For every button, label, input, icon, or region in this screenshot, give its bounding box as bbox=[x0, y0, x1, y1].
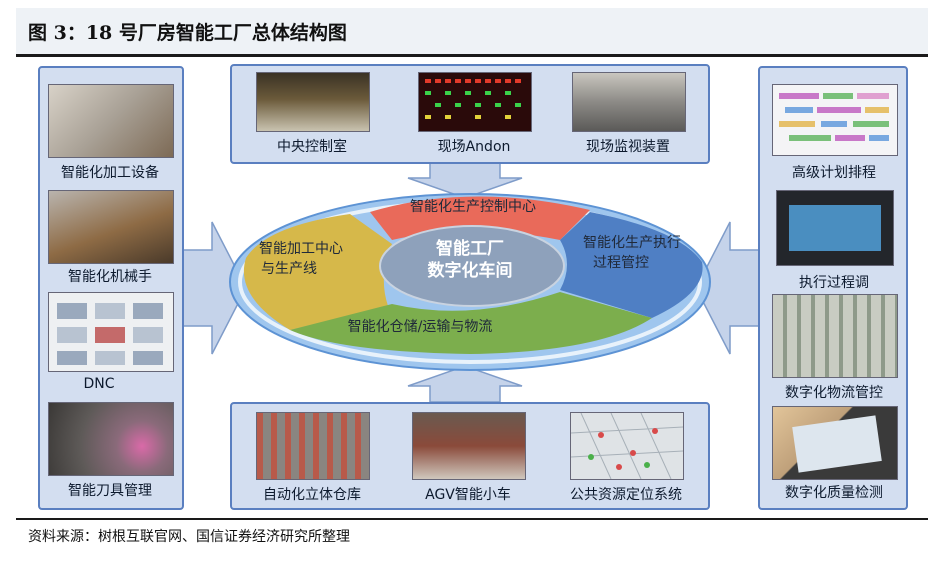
hub-center-label-1: 智能工厂 bbox=[436, 239, 504, 259]
segment-left bbox=[243, 214, 392, 330]
monitoring-photo bbox=[572, 72, 686, 132]
terminal-photo bbox=[776, 190, 894, 266]
arrow-right-icon bbox=[695, 221, 761, 355]
bottom-item-label: 公共资源定位系统 bbox=[570, 487, 682, 503]
bottom-panel: 自动化立体仓库 AGV智能小车 公共资源定位系统 bbox=[230, 402, 710, 510]
segment-bottom bbox=[290, 292, 652, 354]
segment-top-label: 智能化生产控制中心 bbox=[410, 199, 536, 215]
left-item-label: 智能刀具管理 bbox=[68, 483, 152, 499]
arrow-left-icon bbox=[179, 221, 247, 355]
logistics-photo bbox=[772, 294, 898, 378]
top-panel: 中央控制室 现场Andon 现场监视装置 bbox=[230, 64, 710, 164]
hub-center bbox=[379, 225, 565, 307]
segment-left-label-1: 智能加工中心 bbox=[259, 241, 343, 257]
left-item-label: 智能化机械手 bbox=[68, 269, 152, 285]
segment-left-label-2: 与生产线 bbox=[261, 261, 317, 277]
hub-center-label-2: 数字化车间 bbox=[427, 261, 513, 281]
right-item-label: 数字化质量检测 bbox=[785, 485, 883, 501]
left-item-label: DNC bbox=[83, 376, 115, 392]
gantt-photo bbox=[772, 84, 898, 156]
right-item-label: 高级计划排程 bbox=[792, 165, 876, 181]
figure-title: 图 3：18 号厂房智能工厂总体结构图 bbox=[28, 22, 347, 44]
segment-right-label-2: 过程管控 bbox=[593, 255, 649, 271]
top-item-label: 中央控制室 bbox=[277, 139, 347, 155]
dnc-screen-photo bbox=[48, 292, 174, 372]
left-item-label: 智能化加工设备 bbox=[61, 165, 159, 180]
segment-right bbox=[560, 212, 703, 318]
andon-board-photo bbox=[418, 72, 532, 132]
figure-header: 图 3：18 号厂房智能工厂总体结构图 bbox=[16, 8, 928, 57]
right-panel: 高级计划排程 执行过程调 数字化物流管控 数字化质量检测 bbox=[758, 66, 908, 510]
machining-photo bbox=[48, 84, 174, 158]
arrow-bottom-icon bbox=[407, 365, 523, 403]
right-item-label: 执行过程调 bbox=[799, 275, 869, 291]
segment-top bbox=[370, 196, 590, 240]
tool-management-photo bbox=[48, 402, 174, 476]
bottom-item-label: 自动化立体仓库 bbox=[263, 487, 361, 503]
tablet-photo bbox=[772, 406, 898, 480]
warehouse-photo bbox=[256, 412, 370, 480]
left-panel: 智能化加工设备 智能化机械手 DNC 智能刀具管理 bbox=[38, 66, 184, 510]
bottom-item-label: AGV智能小车 bbox=[425, 487, 511, 503]
top-item-label: 现场Andon bbox=[437, 139, 511, 155]
segment-right-label-1: 智能化生产执行 bbox=[583, 235, 681, 251]
positioning-map-photo bbox=[570, 412, 684, 480]
source-footer: 资料来源：树根互联官网、国信证券经济研究所整理 bbox=[16, 518, 928, 554]
robot-arm-photo bbox=[48, 190, 174, 264]
top-item-label: 现场监视装置 bbox=[586, 139, 670, 155]
control-room-photo bbox=[256, 72, 370, 132]
segment-bottom-label: 智能化仓储/运输与物流 bbox=[347, 319, 493, 335]
source-note: 资料来源：树根互联官网、国信证券经济研究所整理 bbox=[28, 529, 350, 545]
right-item-label: 数字化物流管控 bbox=[785, 385, 883, 401]
agv-photo bbox=[412, 412, 526, 480]
